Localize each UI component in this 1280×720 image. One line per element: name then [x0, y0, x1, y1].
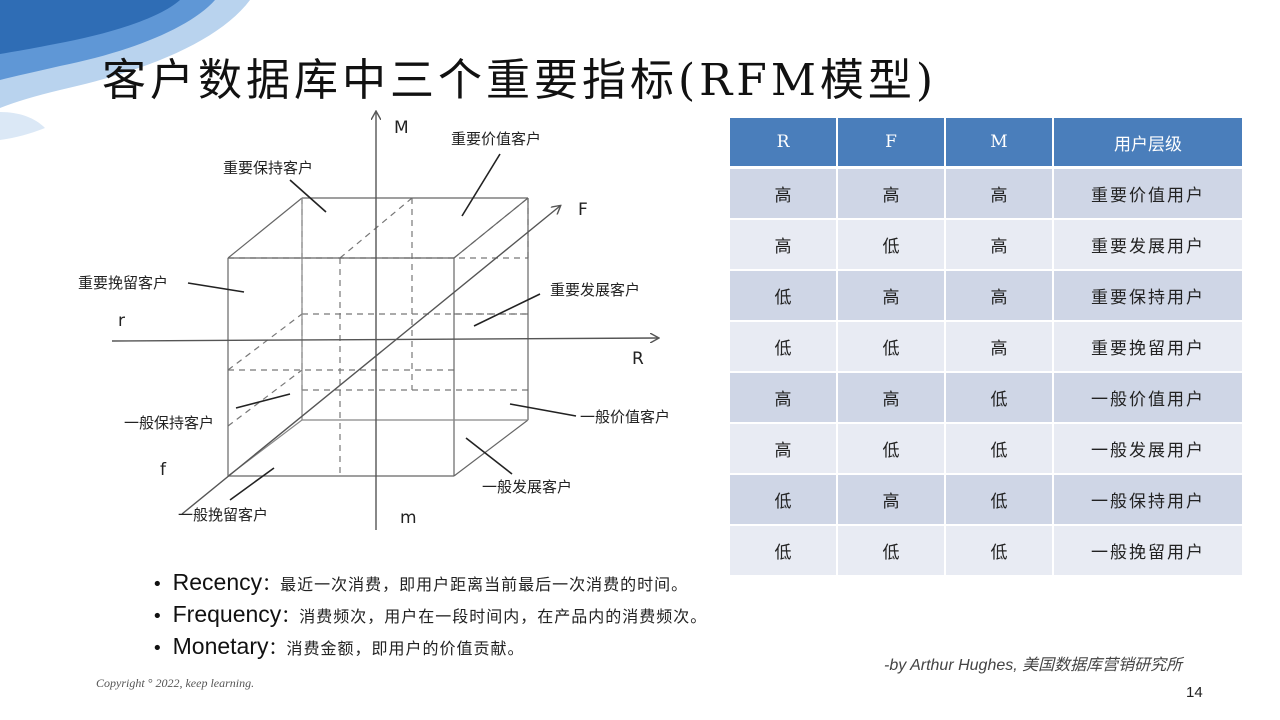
- cell-level: 一般挽留用户: [1054, 526, 1242, 577]
- table-row: 高 高 高 重要价值用户: [730, 169, 1242, 220]
- cell-r: 低: [730, 526, 838, 577]
- axis-label-m: m: [400, 508, 417, 528]
- term-description: 最近一次消费，即用户距离当前最后一次消费的时间。: [280, 575, 689, 594]
- header-f: F: [838, 118, 946, 169]
- cell-f: 高: [838, 169, 946, 220]
- list-item: • Recency：最近一次消费，即用户距离当前最后一次消费的时间。: [152, 566, 707, 598]
- label-important-retain: 重要挽留客户: [78, 274, 168, 292]
- cell-r: 高: [730, 424, 838, 475]
- page-number: 14: [1186, 684, 1203, 701]
- table-row: 低 高 低 一般保持用户: [730, 475, 1242, 526]
- list-item: • Monetary：消费金额，即用户的价值贡献。: [152, 630, 707, 662]
- cell-m: 高: [946, 322, 1054, 373]
- label-important-develop: 重要发展客户: [550, 281, 640, 299]
- table-row: 高 低 低 一般发展用户: [730, 424, 1242, 475]
- cell-f: 高: [838, 271, 946, 322]
- label-general-retain: 一般挽留客户: [178, 506, 268, 524]
- label-general-keep: 一般保持客户: [124, 414, 214, 432]
- label-general-value: 一般价值客户: [580, 408, 670, 426]
- axis-label-R: R: [632, 349, 644, 369]
- table-row: 高 低 高 重要发展用户: [730, 220, 1242, 271]
- cell-r: 高: [730, 220, 838, 271]
- label-important-value: 重要价值客户: [451, 130, 541, 148]
- cell-m: 低: [946, 424, 1054, 475]
- term-description: 消费金额，即用户的价值贡献。: [286, 639, 525, 658]
- table-header-row: R F M 用户层级: [730, 118, 1242, 169]
- term-monetary: Monetary: [172, 633, 269, 659]
- label-general-develop: 一般发展客户: [482, 478, 572, 496]
- cell-level: 一般价值用户: [1054, 373, 1242, 424]
- cell-r: 低: [730, 271, 838, 322]
- attribution-text: -by Arthur Hughes, 美国数据库营销研究所: [884, 657, 1183, 674]
- term-colon: ：: [262, 574, 281, 595]
- cell-m: 低: [946, 475, 1054, 526]
- slide-title: 客户数据库中三个重要指标(RFM模型): [102, 55, 938, 106]
- cell-f: 低: [838, 322, 946, 373]
- copyright-text: Copyright ° 2022, keep learning.: [96, 676, 255, 690]
- table-row: 高 高 低 一般价值用户: [730, 373, 1242, 424]
- term-frequency: Frequency: [172, 601, 282, 627]
- cell-level: 重要发展用户: [1054, 220, 1242, 271]
- axis-label-F: F: [578, 200, 588, 220]
- table-row: 低 低 高 重要挽留用户: [730, 322, 1242, 373]
- cell-level: 重要挽留用户: [1054, 322, 1242, 373]
- bullet-icon: •: [152, 606, 163, 627]
- table-row: 低 低 低 一般挽留用户: [730, 526, 1242, 577]
- cell-r: 低: [730, 322, 838, 373]
- cell-f: 高: [838, 373, 946, 424]
- cell-f: 低: [838, 424, 946, 475]
- cell-f: 低: [838, 220, 946, 271]
- cell-level: 一般保持用户: [1054, 475, 1242, 526]
- header-m: M: [946, 118, 1054, 169]
- label-important-keep: 重要保持客户: [223, 159, 313, 177]
- term-colon: ：: [281, 606, 300, 627]
- cell-m: 高: [946, 169, 1054, 220]
- list-item: • Frequency：消费频次，用户在一段时间内，在产品内的消费频次。: [152, 598, 707, 630]
- cell-level: 一般发展用户: [1054, 424, 1242, 475]
- rfm-definitions-list: •Recency：最近一次消费，即用户距离当前最后一次消费的时间。 •Frequ…: [152, 566, 707, 662]
- rfm-table: R F M 用户层级 高 高 高 重要价值用户 高 低 高 重要发展用户 低 高…: [730, 118, 1242, 577]
- cell-f: 高: [838, 475, 946, 526]
- cell-r: 低: [730, 475, 838, 526]
- axis-label-M: M: [394, 118, 409, 138]
- cell-level: 重要价值用户: [1054, 169, 1242, 220]
- cell-m: 低: [946, 526, 1054, 577]
- cell-m: 高: [946, 220, 1054, 271]
- header-r: R: [730, 118, 838, 169]
- header-user-level: 用户层级: [1054, 118, 1242, 169]
- table-row: 低 高 高 重要保持用户: [730, 271, 1242, 322]
- bullet-icon: •: [152, 574, 163, 595]
- bullet-icon: •: [152, 638, 163, 659]
- cell-level: 重要保持用户: [1054, 271, 1242, 322]
- axis-label-f: f: [160, 460, 167, 480]
- cell-m: 高: [946, 271, 1054, 322]
- cell-r: 高: [730, 373, 838, 424]
- cell-f: 低: [838, 526, 946, 577]
- corner-wave-decoration: [0, 0, 250, 140]
- cell-r: 高: [730, 169, 838, 220]
- axis-label-r: r: [118, 311, 125, 331]
- term-colon: ：: [268, 638, 287, 659]
- cell-m: 低: [946, 373, 1054, 424]
- term-recency: Recency: [172, 569, 263, 595]
- rfm-cube-diagram: M m F f R r 重要价值客户 重要保持客户 重要挽留客户 重要发展客户 …: [78, 104, 670, 530]
- term-description: 消费频次，用户在一段时间内，在产品内的消费频次。: [299, 607, 708, 626]
